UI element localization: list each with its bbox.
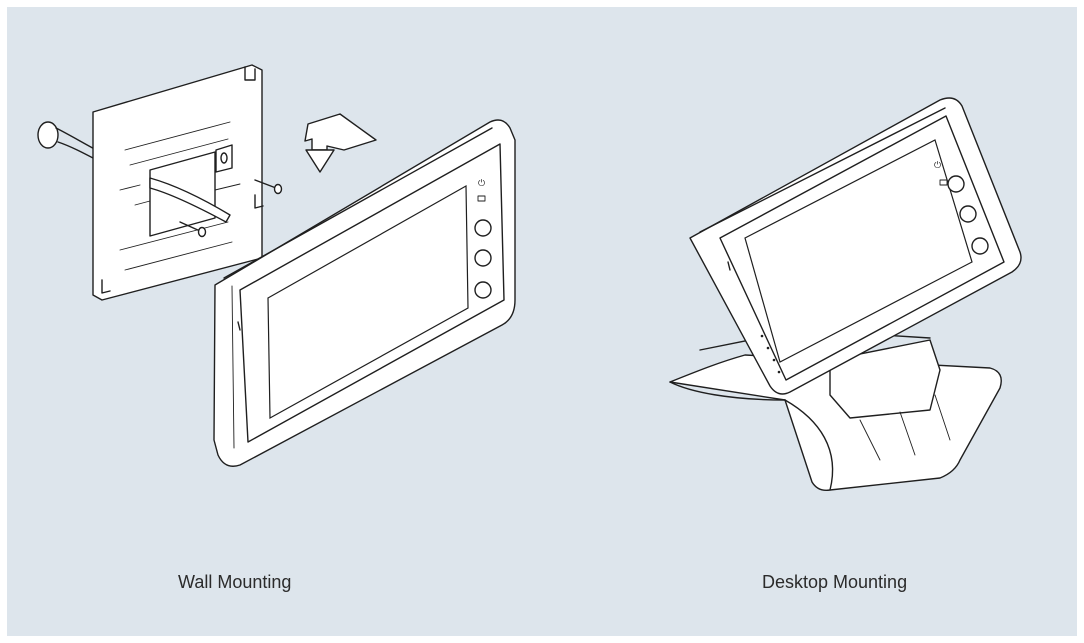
screw-top	[254, 179, 283, 195]
power-icon: ⏻	[478, 178, 485, 189]
wall-mounting-caption: Wall Mounting	[178, 572, 292, 592]
wall-mounting-illustration: ⏻	[37, 64, 516, 467]
screw-bottom	[179, 221, 207, 238]
desktop-mounting-illustration: ⏻	[669, 97, 1022, 492]
phone-button	[947, 175, 965, 193]
mount-direction-arrow	[304, 113, 377, 173]
desktop-mounting-caption: Desktop Mounting	[762, 572, 908, 592]
menu-button	[971, 237, 989, 255]
power-icon: ⏻	[934, 160, 941, 171]
mail-icon	[477, 195, 486, 202]
desktop-monitor-buttons: ⏻	[934, 160, 989, 255]
wall-monitor: ⏻	[213, 119, 516, 467]
mail-icon	[939, 179, 948, 186]
menu-button	[474, 281, 492, 299]
wall-monitor-buttons: ⏻	[474, 178, 492, 299]
unlock-button	[959, 205, 977, 223]
phone-button	[474, 219, 492, 237]
unlock-button	[474, 249, 492, 267]
desktop-monitor: ⏻	[689, 97, 1022, 395]
wall-bracket	[92, 64, 264, 301]
